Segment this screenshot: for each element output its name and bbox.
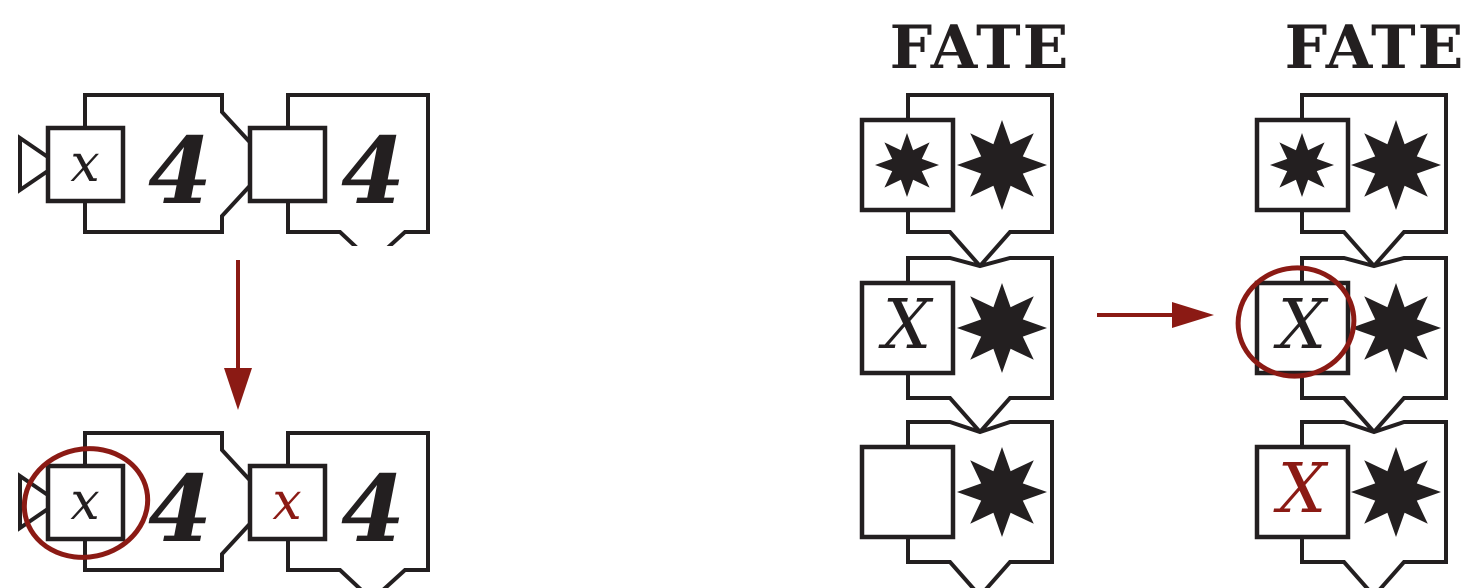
right-before-column: FATE X — [859, 13, 1071, 588]
right-after-column: FATE X X — [1235, 13, 1465, 588]
star-icon — [957, 283, 1047, 373]
fate-mark: X — [878, 286, 934, 365]
play-triangle-icon — [18, 134, 62, 194]
counter-mark-new: x — [272, 472, 301, 532]
star-icon — [1351, 447, 1441, 537]
fate-mark: X — [1273, 286, 1329, 365]
star-icon — [1351, 283, 1441, 373]
mark-box — [45, 125, 126, 204]
fate-box — [859, 280, 956, 376]
star-icon — [1351, 120, 1441, 210]
mark-box — [247, 125, 328, 204]
fate-mark-new: X — [1273, 450, 1329, 529]
counter-number: 4 — [148, 117, 212, 225]
star-icon — [957, 120, 1047, 210]
fate-title: FATE — [890, 13, 1071, 83]
counter-number: 4 — [341, 455, 405, 563]
mark-box — [45, 463, 126, 542]
fate-box — [1254, 280, 1351, 376]
star-icon — [957, 447, 1047, 537]
left-before-track: x 4 4 — [18, 93, 440, 286]
down-arrow-icon — [224, 260, 252, 410]
fade-cover — [280, 246, 440, 286]
circle-highlight-icon — [1235, 265, 1357, 379]
circle-highlight-icon — [21, 446, 151, 560]
fate-box — [1254, 444, 1351, 540]
left-after-track: x 4 x 4 — [18, 431, 430, 588]
counter-mark: x — [70, 134, 99, 194]
counter-outline — [83, 93, 273, 234]
mark-box — [247, 463, 328, 542]
star-icon — [875, 133, 939, 197]
fate-box — [859, 444, 956, 540]
star-icon — [1270, 133, 1334, 197]
counter-number: 4 — [148, 455, 212, 563]
counter-mark: x — [70, 472, 99, 532]
right-arrow-icon — [1097, 302, 1214, 328]
fate-title: FATE — [1285, 13, 1465, 83]
counter-number: 4 — [341, 117, 405, 225]
